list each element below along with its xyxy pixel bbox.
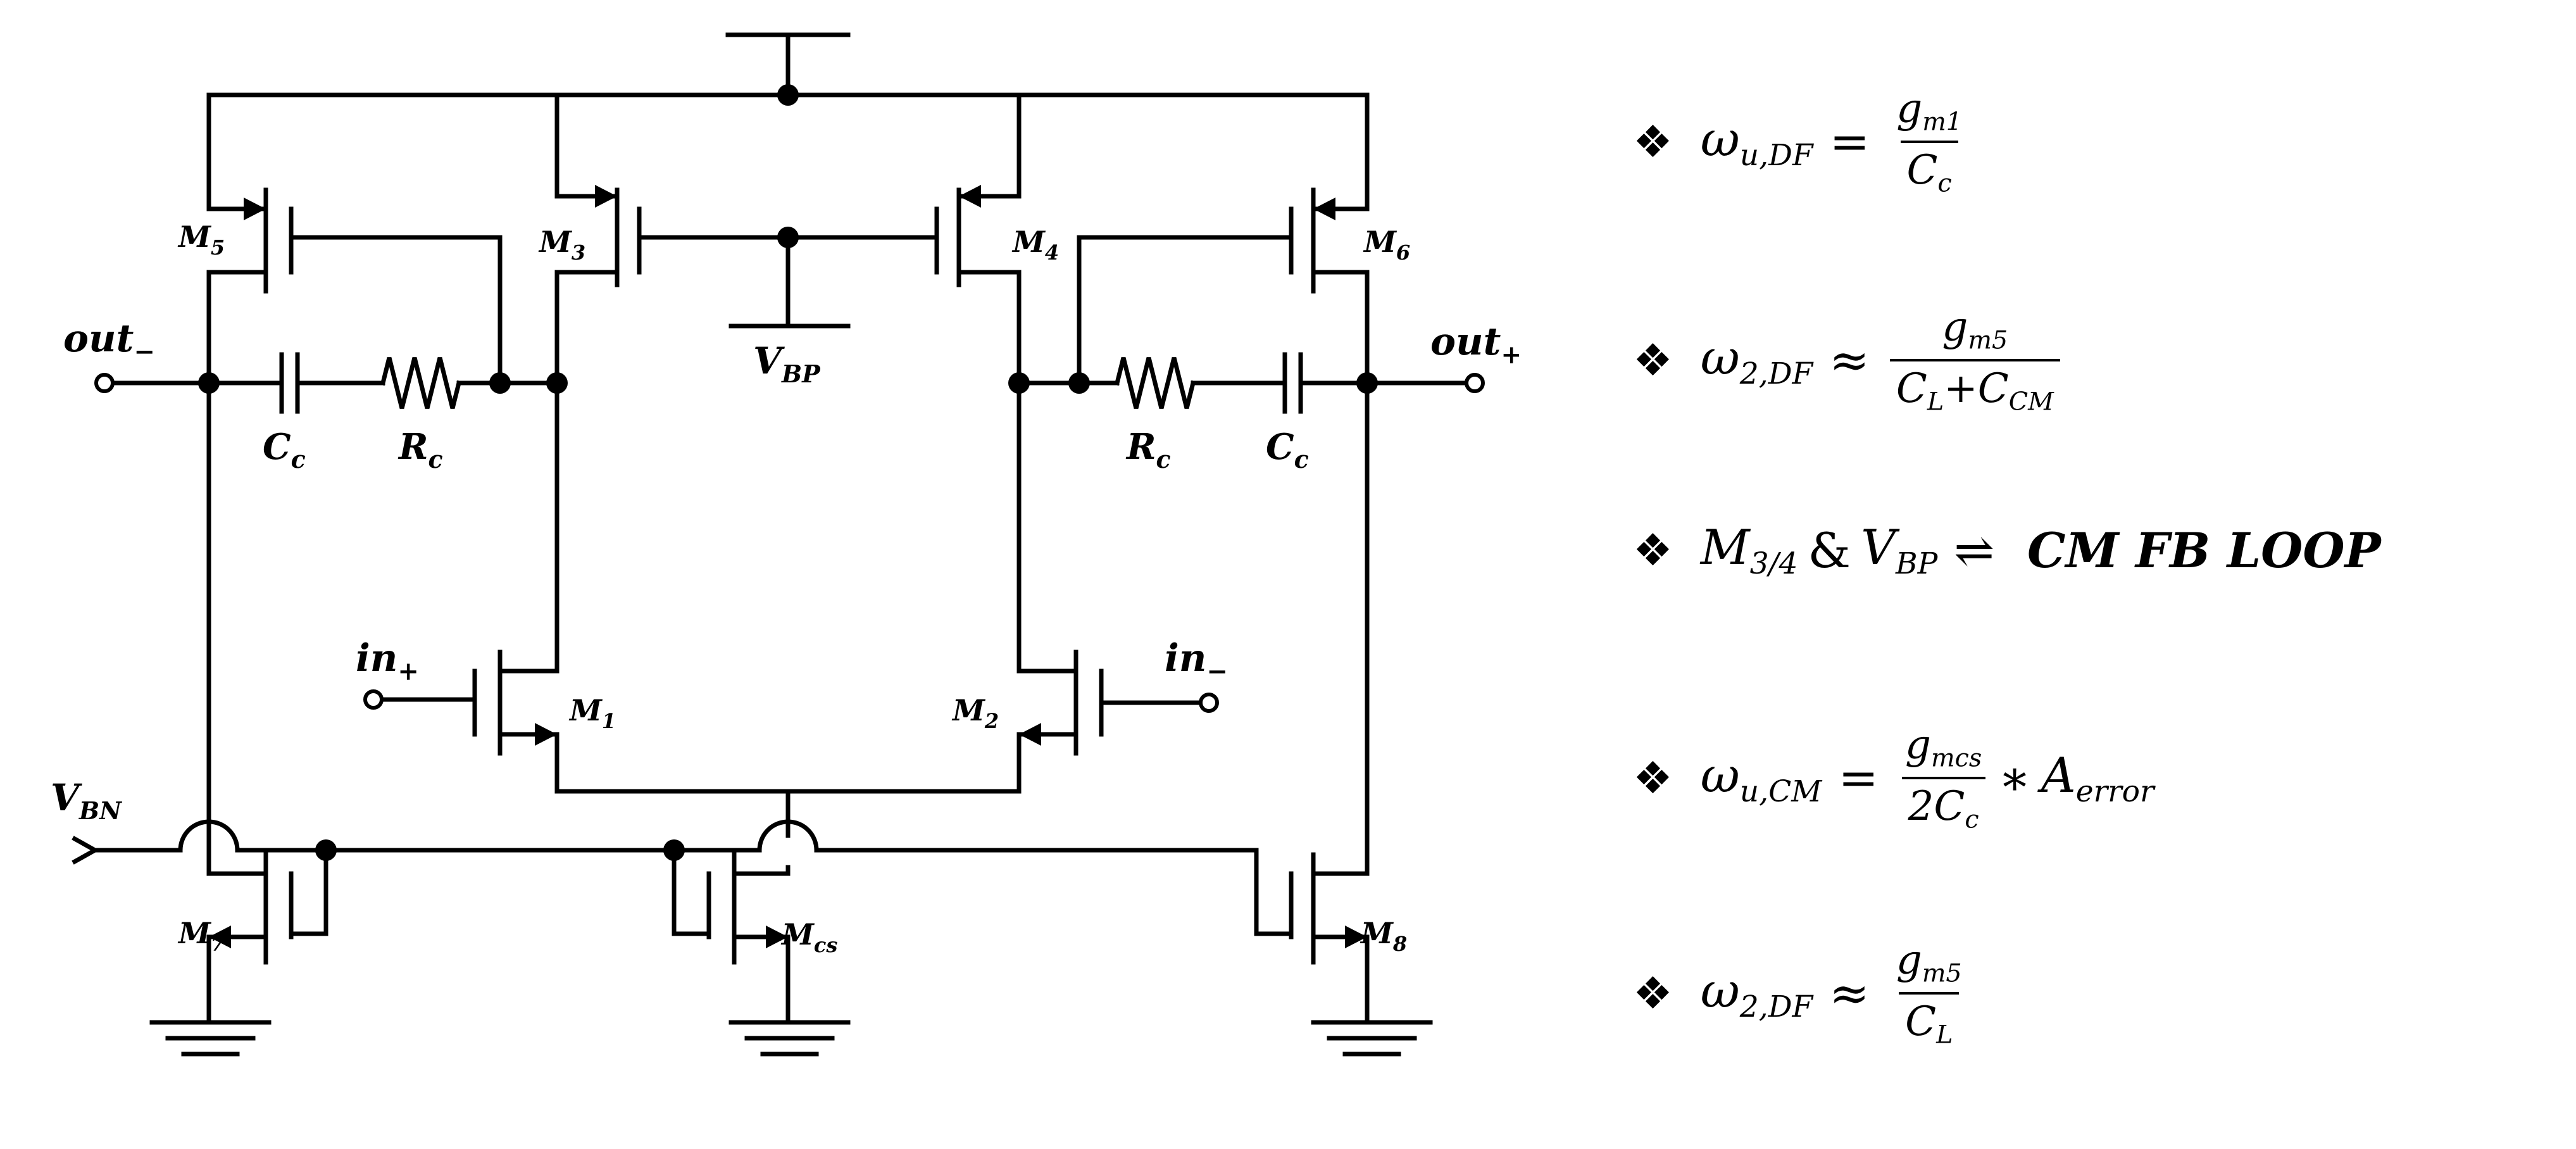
- compensation-left: [102, 352, 560, 414]
- transistor-m8: [1289, 852, 1370, 1025]
- eq-ampersand: &: [1808, 522, 1851, 579]
- eq-m34: M3/4: [1700, 519, 1798, 582]
- eq-relation: ≈: [1829, 965, 1870, 1022]
- eq-lhs: ωu,DF: [1700, 110, 1813, 173]
- transistor-mcs: [672, 848, 791, 1025]
- transistor-m3: [554, 92, 939, 674]
- ground-middle: [728, 1020, 851, 1057]
- wire-left-outer: [206, 92, 268, 1025]
- terminal-out-plus: [1465, 373, 1485, 393]
- label-vbp: VBP: [753, 339, 821, 388]
- label-m2: M2: [951, 693, 999, 733]
- junction-dots: [198, 84, 1378, 861]
- label-out-plus: out+: [1430, 320, 1519, 370]
- label-cc-left: Cc: [263, 426, 306, 474]
- label-out-minus: out−: [63, 317, 155, 367]
- equation-cm-fb-loop: ❖ M3/4 & VBP ⇌ CM FB LOOP: [1633, 519, 2381, 581]
- eq-fraction: gm5 CL+CCM: [1889, 304, 2060, 416]
- eq-fraction: gm1 Cc: [1896, 85, 1963, 198]
- ground-left: [149, 1020, 272, 1057]
- eq-fraction: gmcs 2Cc: [1899, 722, 1988, 834]
- label-m1: M1: [568, 693, 616, 733]
- eq-fraction: gm5 CL: [1896, 937, 1962, 1050]
- diamond-bullet-icon: ❖: [1633, 334, 1673, 386]
- opamp-schematic: M5 M3 M4 M6 M1 M2 M7 Mcs M8 Cc Rc Rc Cc …: [51, 32, 1519, 1057]
- ground-right: [1311, 1020, 1433, 1057]
- eq-loop-text: CM FB LOOP: [2027, 522, 2381, 579]
- eq-lhs: ω2,DF: [1700, 962, 1813, 1024]
- transistor-m2: [1016, 650, 1205, 794]
- transistor-m7: [263, 848, 328, 965]
- label-mcs: Mcs: [780, 917, 837, 957]
- eq-relation: =: [1829, 113, 1870, 170]
- label-m3: M3: [538, 225, 585, 265]
- eq-lhs: ω2,DF: [1700, 329, 1813, 391]
- eq-relation: =: [1838, 750, 1879, 807]
- label-m8: M8: [1360, 916, 1407, 956]
- eq-a-error: Aerror: [2041, 746, 2154, 809]
- diamond-bullet-icon: ❖: [1633, 967, 1673, 1019]
- vbn-bias-line: [72, 819, 1294, 936]
- diamond-bullet-icon: ❖: [1633, 524, 1673, 577]
- tail-node: [554, 789, 1022, 876]
- label-cc-right: Cc: [1266, 426, 1309, 474]
- equation-w2-df-cl: ❖ ω2,DF ≈ gm5 CL: [1633, 937, 1968, 1049]
- label-vbn: VBN: [51, 776, 122, 825]
- label-in-plus: in+: [356, 636, 419, 686]
- eq-arrow: ⇌: [1954, 522, 1994, 579]
- eq-multiply: ∗: [1998, 750, 2031, 807]
- label-rc-left: Rc: [397, 426, 443, 474]
- transistor-m1: [371, 650, 560, 794]
- label-m6: M6: [1363, 225, 1410, 265]
- vbp-bias: [728, 235, 851, 329]
- terminal-in-plus: [363, 689, 384, 710]
- diamond-bullet-icon: ❖: [1633, 115, 1673, 168]
- eq-vbp: VBP: [1861, 519, 1938, 582]
- equation-wu-cm: ❖ ωu,CM = gmcs 2Cc ∗ Aerror: [1633, 722, 2154, 834]
- equation-w2-df-cl-ccm: ❖ ω2,DF ≈ gm5 CL+CCM: [1633, 304, 2060, 416]
- label-m7: M7: [177, 916, 225, 956]
- transistor-m5: [263, 187, 503, 386]
- label-in-minus: in−: [1165, 636, 1228, 686]
- compensation-right: [1016, 235, 1471, 414]
- eq-relation: ≈: [1829, 332, 1870, 389]
- transistor-m4: [934, 92, 1022, 674]
- label-rc-right: Rc: [1125, 426, 1171, 474]
- equation-wu-df: ❖ ωu,DF = gm1 Cc: [1633, 85, 1968, 198]
- label-m4: M4: [1011, 225, 1059, 265]
- label-m5: M5: [177, 220, 225, 260]
- transistor-arrows: [209, 185, 1367, 948]
- eq-lhs: ωu,CM: [1700, 746, 1822, 809]
- diamond-bullet-icon: ❖: [1633, 751, 1673, 804]
- terminal-out-minus: [94, 373, 115, 393]
- terminal-in-minus: [1199, 693, 1219, 713]
